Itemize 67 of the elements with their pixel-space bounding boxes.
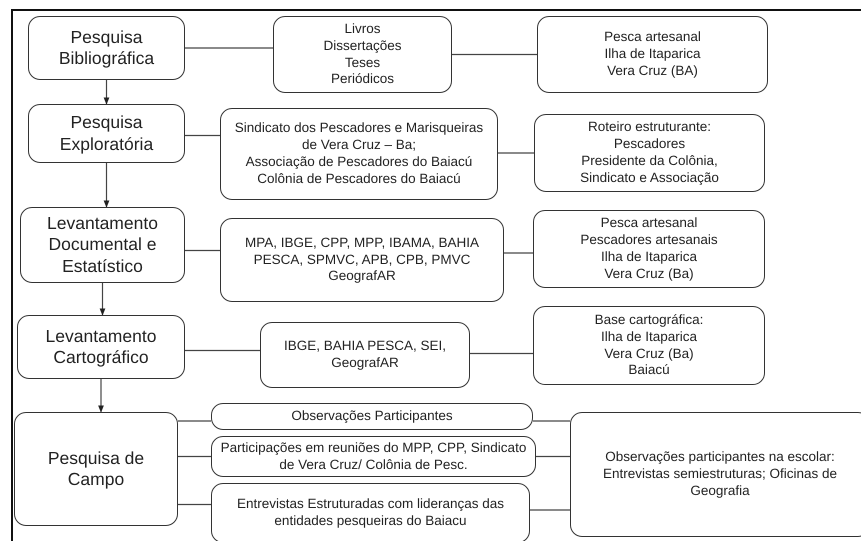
process-box [14, 412, 178, 526]
process-box [17, 315, 185, 379]
connector-line [533, 420, 570, 422]
process-box [570, 412, 861, 537]
process-box [220, 218, 504, 302]
process-box [28, 16, 185, 80]
box-text: Presidente da Colônia, Sindicato e Associação [579, 153, 720, 187]
box-text: Periódicos [330, 71, 394, 88]
connector-line [185, 134, 220, 136]
process-box [211, 483, 530, 541]
process-box [211, 403, 533, 430]
box-text: Observações Participantes [291, 408, 453, 425]
box-text: Participações em reuniões do MPP, CPP, Sindicato de Vera Cruz/ Colônia de Pesc. [220, 440, 528, 474]
process-box [28, 104, 185, 163]
connector-line [185, 47, 273, 49]
connector-line [530, 509, 570, 511]
connector-line [185, 250, 220, 252]
connector-line [536, 456, 570, 458]
connector-line [504, 252, 533, 254]
process-box [537, 16, 768, 93]
process-box [273, 16, 452, 93]
box-text: Vera Cruz (Ba) [604, 266, 694, 283]
box-text: Associação de Pescadores do Baiacú [246, 154, 472, 171]
box-text: Base cartográfica: [594, 312, 704, 329]
box-text: Vera Cruz (Ba) [604, 346, 694, 362]
process-box [220, 108, 498, 200]
box-text: Ilha de Itaparica [604, 46, 701, 63]
box-text: Observações participantes na escolar: Entrevistas semiestruturas; Oficinas de Geografia [602, 449, 838, 500]
box-text: Ilha de Itaparica [600, 328, 698, 346]
box-text: Entrevistas Estruturadas com lideranças das entidades pesqueiras do Baiacu [236, 496, 506, 530]
process-box [211, 436, 536, 477]
box-text: Teses [344, 54, 380, 72]
box-text: Baiacú [628, 362, 670, 380]
box-text: Colônia de Pescadores do Baiacú [257, 170, 461, 188]
box-text: Livros [344, 20, 380, 38]
box-text: Levantamento Cartográfico [44, 326, 158, 368]
box-text: Ilha de Itaparica [600, 249, 698, 266]
connector-line [452, 54, 537, 56]
process-box [533, 210, 765, 288]
box-text: Pesquisa Exploratória [58, 112, 154, 155]
arrow [104, 163, 110, 208]
process-box [533, 306, 765, 385]
box-text: Vera Cruz (BA) [607, 62, 698, 80]
box-text: Levantamento Documental e Estatístico [46, 212, 159, 278]
arrow [104, 80, 110, 105]
connector-line [178, 456, 211, 458]
connector-line [178, 504, 211, 506]
box-text: Pesquisa de Campo [46, 448, 146, 490]
box-text: Pesca artesanal [604, 29, 701, 46]
process-box [20, 207, 185, 283]
box-text: Dissertações [323, 38, 402, 54]
box-text: MPA, IBGE, CPP, MPP, IBAMA, BAHIA PESCA, SPMVC, APB, CPB, PMVC GeografAR [244, 234, 480, 286]
connector-line [470, 352, 533, 354]
box-text: Pescadores artesanais [580, 232, 718, 249]
box-text: Pesquisa Bibliográfica [58, 26, 156, 70]
process-box [260, 322, 470, 388]
connector-line [178, 420, 211, 422]
box-text: Pesca artesanal [600, 215, 698, 232]
box-text: Pescadores [614, 136, 686, 153]
connector-line [498, 152, 534, 154]
connector-line [185, 350, 260, 352]
box-text: Roteiro estruturante: [588, 119, 712, 136]
process-box [534, 114, 765, 192]
box-text: Sindicato dos Pescadores e Marisqueiras de Vera Cruz – Ba; [234, 120, 484, 154]
arrow [98, 379, 104, 413]
arrow [100, 283, 106, 316]
box-text: IBGE, BAHIA PESCA, SEI, GeografAR [282, 338, 448, 372]
